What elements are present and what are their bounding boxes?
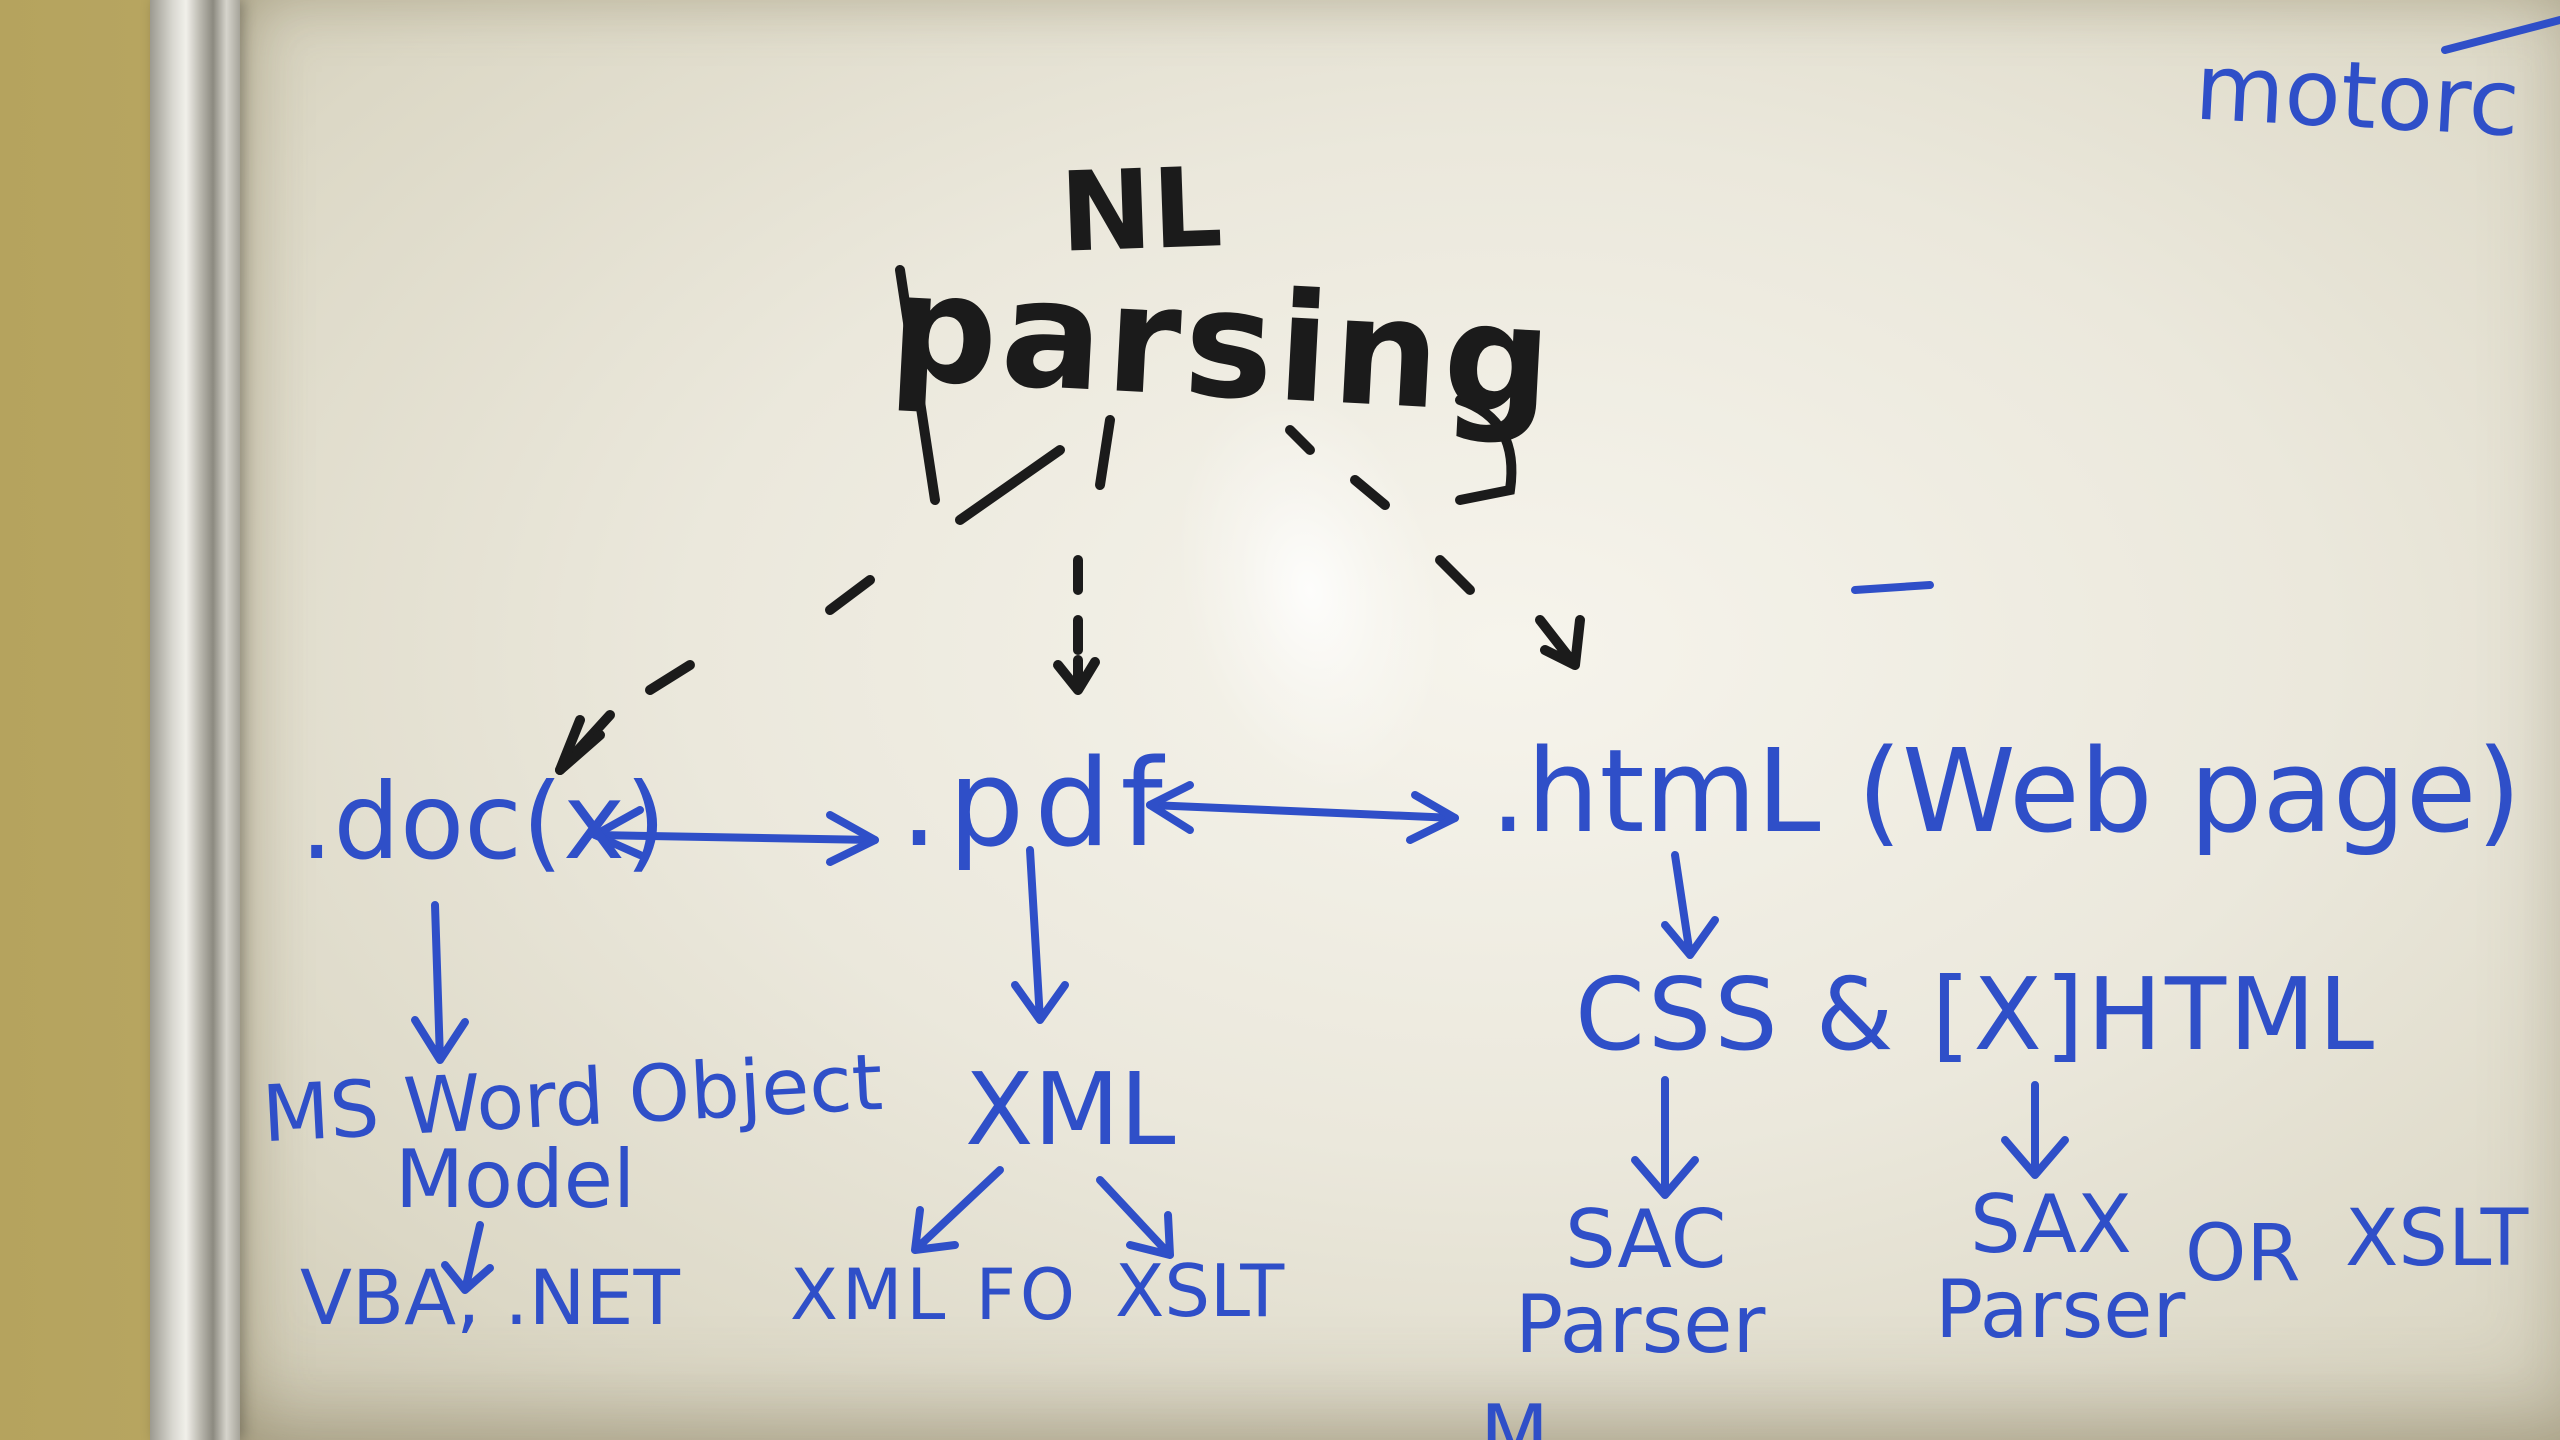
top-right-stroke — [2441, 16, 2560, 54]
node-pdf: .pdf — [900, 735, 1173, 874]
arrow-pdf-xml — [1011, 846, 1069, 1024]
node-html: .htmL (Web page) — [1490, 725, 2522, 859]
dash-html-3 — [1435, 555, 1475, 595]
node-sax: SAX — [1970, 1178, 2132, 1271]
arrow-doc-pdf — [591, 831, 879, 844]
arrow-pdf-html — [1146, 801, 1459, 822]
node-bottom-cutoff: M... — [1480, 1388, 1626, 1440]
slash-mid — [1095, 415, 1115, 490]
dash-doc-1 — [825, 575, 875, 615]
blue-marker-strokes — [411, 16, 2560, 1294]
arrowhead-doc-pdf-left — [591, 806, 644, 859]
whiteboard-frame — [150, 0, 240, 1440]
arrowhead-doc — [555, 715, 605, 775]
node-doc: .doc(x) — [300, 761, 667, 883]
node-xml: XML — [965, 1051, 1176, 1168]
arrowhead-pdf-html-left — [1146, 781, 1194, 834]
dash-html-2 — [1350, 475, 1390, 510]
bracket-left-line — [895, 265, 940, 505]
node-vba: VBA, .NET — [300, 1253, 680, 1342]
node-css: CSS & [X]HTML — [1575, 956, 2378, 1073]
arrowhead-html — [1535, 615, 1585, 670]
bracket-right-line — [1455, 395, 1517, 505]
arrowhead-pdf — [1053, 655, 1100, 695]
arrow-model-vba — [441, 1221, 494, 1294]
node-or: OR — [2185, 1209, 2301, 1299]
node-xmlfo: XML FO — [790, 1254, 1079, 1336]
node-xslt-right: XSLT — [2345, 1194, 2529, 1284]
arrowhead-pdf-html-right — [1406, 791, 1459, 844]
arrow-css-sac — [1631, 1076, 1699, 1199]
corner-text: motorc — [2192, 33, 2523, 158]
stray-stroke — [1851, 581, 1934, 594]
node-xslt-left: XSLT — [1115, 1249, 1285, 1333]
arrow-xml-xslt — [1096, 1176, 1174, 1259]
slash-left — [955, 445, 1065, 525]
black-marker-strokes — [555, 265, 1585, 775]
dash-html-1 — [1285, 425, 1315, 455]
title-parsing: parsing — [885, 240, 1560, 450]
arrowhead-doc-pdf-right — [826, 811, 879, 866]
arrow-xml-xmlfo — [911, 1166, 1004, 1254]
arrow-xhtml-sax — [2001, 1081, 2069, 1179]
node-sac: SAC — [1565, 1193, 1727, 1286]
node-sax-parser: Parser — [1935, 1263, 2186, 1356]
arrow-doc-down — [411, 901, 469, 1064]
node-sac-parser: Parser — [1515, 1278, 1766, 1371]
node-model: Model — [395, 1133, 636, 1226]
dash-doc-2 — [645, 660, 695, 695]
arrow-html-css — [1661, 851, 1719, 959]
